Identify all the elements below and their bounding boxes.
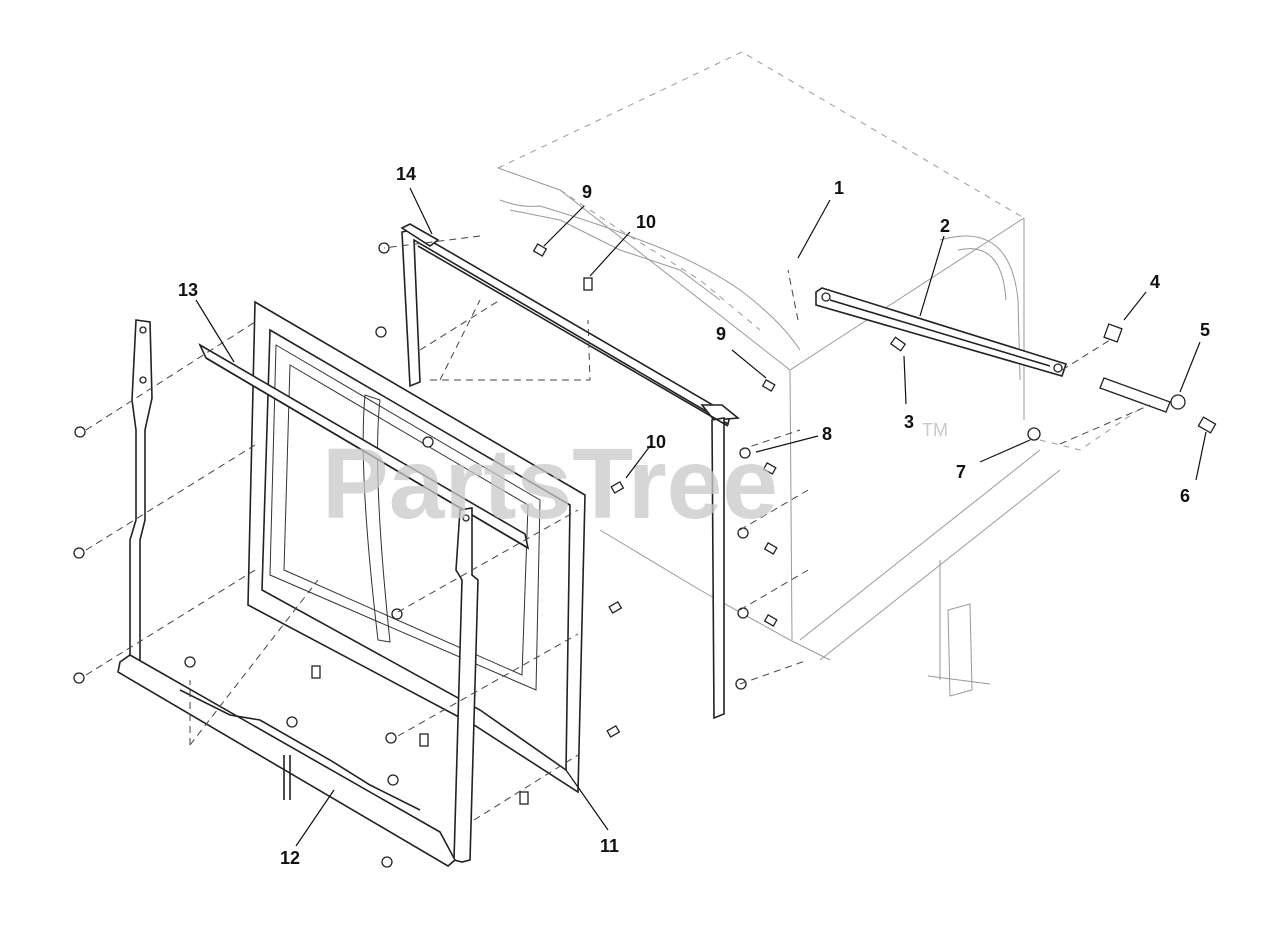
callout-1: 1	[834, 178, 844, 198]
callout-12: 12	[280, 848, 300, 868]
housing-outline	[497, 51, 1151, 697]
callout-2: 2	[940, 216, 950, 236]
callout-4: 4	[1150, 272, 1160, 292]
callout-14: 14	[396, 164, 416, 184]
hardware	[73, 242, 1217, 868]
callout-8: 8	[822, 424, 832, 444]
left-bracket	[129, 319, 153, 663]
part-14-rear-frame	[400, 223, 741, 720]
callouts: 1 2 3 4 5 6 7 8 9 9 10 10 11 12 13 14	[178, 164, 1210, 868]
part-13-top-rail	[198, 343, 530, 550]
alignment-lines	[85, 235, 1151, 821]
watermark-text: PartsTree	[322, 428, 778, 540]
callout-10-top: 10	[636, 212, 656, 232]
callout-13: 13	[178, 280, 198, 300]
callout-3: 3	[904, 412, 914, 432]
partstree-watermark: PartsTree TM	[322, 420, 948, 540]
part-2-hinge-bar	[815, 287, 1068, 377]
part-12-bottom-rail	[117, 654, 457, 867]
callout-11: 11	[600, 836, 619, 856]
callout-9-right: 9	[716, 324, 726, 344]
leader-lines	[195, 187, 1207, 847]
callout-9-top: 9	[582, 182, 592, 202]
callout-5: 5	[1200, 320, 1210, 340]
callout-7: 7	[956, 462, 966, 482]
right-front-bracket	[453, 507, 479, 863]
callout-6: 6	[1180, 486, 1190, 506]
watermark-trademark: TM	[922, 420, 948, 440]
callout-10-front: 10	[646, 432, 666, 452]
